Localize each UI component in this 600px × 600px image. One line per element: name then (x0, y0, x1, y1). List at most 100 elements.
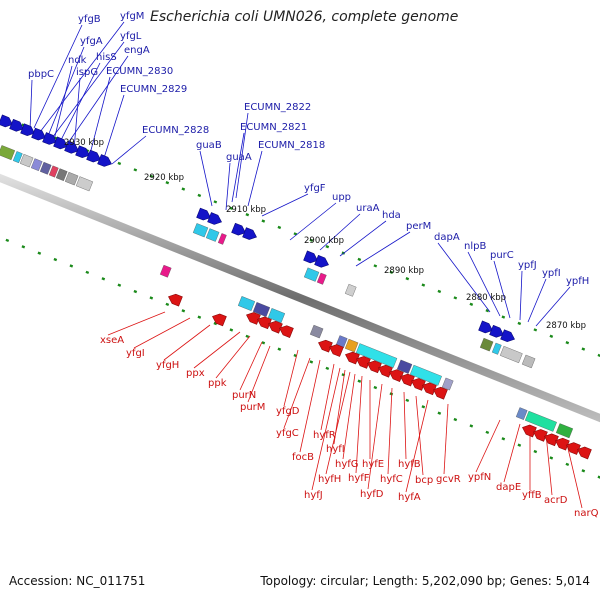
forward-gene-label: engA (124, 45, 150, 56)
reverse-feature-block (515, 407, 528, 420)
scale-dot (325, 366, 330, 371)
feature-blocks (0, 145, 574, 439)
reverse-gene-arrow (318, 339, 333, 353)
leader-line (342, 373, 356, 460)
topology-value: circular (320, 574, 365, 588)
leader-line (215, 335, 251, 379)
forward-feature-block (55, 168, 68, 182)
leader-line (367, 383, 383, 490)
reverse-gene-arrow (345, 351, 360, 365)
reverse-gene-arrow (411, 378, 426, 391)
forward-gene-arrow (20, 123, 35, 136)
leader-line (199, 150, 213, 207)
accession-value: NC_011751 (76, 574, 146, 588)
forward-feature-block (30, 158, 43, 172)
reverse-feature-block (159, 264, 172, 278)
reverse-gene-label: hyfE (362, 459, 384, 470)
scale-dot (405, 277, 410, 281)
reverse-gene-arrow (533, 429, 548, 442)
forward-feature-block (479, 337, 494, 352)
scale-dot (325, 245, 330, 249)
leader-line (289, 202, 337, 241)
forward-gene-arrow (42, 132, 57, 145)
scale-dot (373, 264, 378, 268)
leader-line (261, 193, 309, 217)
forward-gene-arrow (314, 254, 329, 268)
forward-gene-label: hisS (96, 52, 117, 63)
scale-dot (565, 462, 570, 467)
scale-dot (453, 296, 458, 300)
kbp-tick-label: 2920 kbp (144, 173, 184, 183)
leader-line (565, 439, 583, 509)
scale-dot (469, 302, 474, 306)
reverse-gene-label: bcp (415, 475, 433, 486)
reverse-gene-label: ypfN (468, 472, 491, 483)
scale-dot (421, 405, 426, 409)
forward-gene-label: purC (490, 250, 514, 261)
forward-gene-label: nlpB (464, 241, 486, 252)
forward-gene-arrow (196, 207, 211, 221)
reverse-gene-arrow (555, 437, 570, 451)
forward-gene-label: yfgB (78, 14, 101, 25)
reverse-gene-label: hyfA (398, 492, 421, 503)
leader-line (51, 41, 125, 139)
reverse-gene-label: yfgC (276, 428, 299, 439)
scale-dot (133, 168, 138, 172)
forward-feature-block (316, 272, 327, 285)
leader-line (283, 349, 299, 407)
forward-gene-label: guaB (196, 140, 222, 151)
leader-line (355, 231, 411, 267)
scale-dot (37, 251, 42, 255)
forward-feature-block (205, 228, 220, 242)
leader-line (545, 433, 553, 496)
scale-dot (565, 341, 570, 345)
forward-gene-label: yfgA (80, 36, 103, 47)
genome-summary: Topology: circular; Length: 5,202,090 bp… (260, 574, 590, 588)
genes-value: 5,014 (555, 574, 590, 588)
leader-line (133, 317, 191, 349)
forward-gene-label: ispG (76, 67, 98, 78)
scale-dot (581, 347, 586, 351)
forward-gene-arrow (231, 222, 246, 236)
forward-gene-label: ECUMN_2818 (258, 140, 325, 151)
accession-info: Accession: NC_011751 (9, 574, 145, 588)
reverse-gene-arrow (422, 382, 437, 396)
scale-dot (501, 315, 506, 319)
forward-gene-label: yfgF (304, 183, 326, 194)
leader-line (33, 24, 83, 129)
leader-line (437, 242, 491, 313)
forward-feature-block (39, 161, 52, 175)
forward-gene-arrow (31, 127, 46, 141)
forward-gene-arrow (500, 329, 515, 342)
scale-dot (389, 270, 394, 274)
reverse-feature-block (252, 302, 271, 317)
reverse-gene-label: xseA (100, 335, 124, 346)
forward-gene-label: yfgL (120, 31, 142, 42)
reverse-gene-label: hyfH (318, 474, 341, 485)
reverse-feature-block (267, 308, 286, 323)
reverse-feature-block (555, 423, 574, 439)
scale-dot (469, 424, 474, 428)
forward-gene-arrow (86, 149, 101, 163)
forward-feature-block (491, 342, 502, 355)
leader-line (405, 399, 429, 493)
scale-dot (277, 347, 282, 351)
forward-feature-block (303, 267, 320, 282)
reverse-gene-label: ppk (208, 378, 227, 389)
reverse-gene-arrow (212, 313, 227, 327)
forward-gene-label: perM (406, 221, 431, 232)
forward-gene-label: dapA (434, 232, 460, 243)
reverse-gene-arrow (522, 424, 537, 438)
scale-dot (261, 341, 266, 345)
scale-dot (197, 315, 202, 319)
reverse-gene-label: purM (240, 402, 265, 413)
scale-dot (69, 264, 74, 268)
scale-dot (117, 283, 122, 287)
reverse-gene-label: hyfC (380, 474, 403, 485)
leader-line (29, 79, 33, 131)
leader-line (320, 363, 335, 431)
leader-line (73, 77, 81, 151)
scale-dot (197, 193, 202, 198)
